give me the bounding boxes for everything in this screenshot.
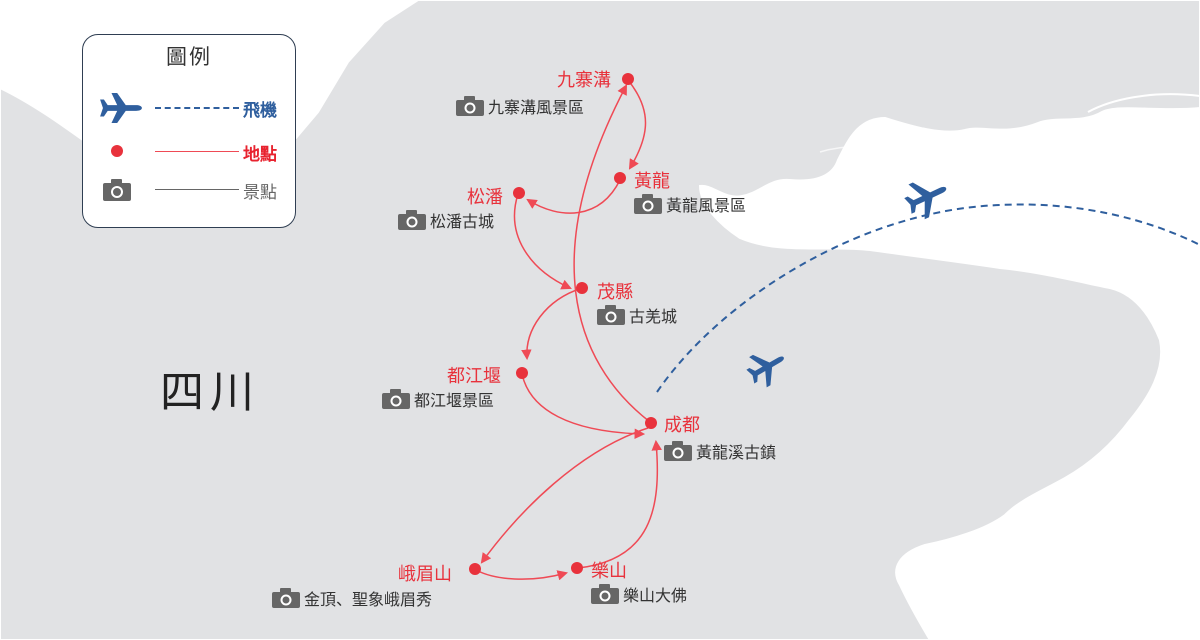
legend-row-attraction: 景點	[99, 175, 283, 205]
route-chengdu-emeishan	[480, 427, 649, 564]
location-dot-icon	[513, 187, 525, 199]
route-leshan-chengdu	[577, 439, 662, 569]
camera-icon	[456, 96, 484, 116]
attraction-label: 古羌城	[629, 307, 678, 326]
legend: 圖例 飛機 地點 景點	[82, 34, 296, 228]
dashed-line-sample	[155, 107, 239, 109]
attraction-label: 樂山大佛	[623, 586, 688, 605]
legend-label-attraction: 景點	[243, 183, 277, 203]
location-dot-icon	[111, 145, 123, 157]
attraction-label: 松潘古城	[430, 212, 495, 231]
place-name-dujiangyan: 都江堰	[447, 366, 501, 387]
attraction-chengdu: 黃龍溪古鎮	[664, 440, 776, 462]
location-dot-icon	[645, 417, 657, 429]
attraction-huanglong: 黃龍風景區	[634, 193, 746, 215]
place-name-jiuzhaigou: 九寨溝	[557, 70, 611, 91]
camera-icon	[103, 179, 131, 201]
legend-label-place: 地點	[243, 145, 277, 165]
camera-icon	[382, 389, 410, 409]
camera-icon	[664, 441, 692, 461]
route-huanglong-songpan	[526, 179, 621, 214]
location-dot-icon	[571, 562, 583, 574]
location-dot-icon	[576, 282, 588, 294]
attraction-label: 九寨溝風景區	[488, 98, 585, 117]
legend-title: 圖例	[166, 45, 212, 69]
attraction-label: 金頂、聖象峨眉秀	[304, 590, 433, 609]
place-name-leshan: 樂山	[591, 561, 627, 582]
camera-icon	[272, 588, 300, 608]
attraction-maoxian: 古羌城	[597, 304, 677, 326]
location-dot-icon	[614, 172, 626, 184]
place-name-huanglong: 黃龍	[634, 171, 670, 192]
location-dot-icon	[469, 563, 481, 575]
route-dujiangyan-chengdu	[521, 373, 646, 440]
camera-icon	[591, 584, 619, 604]
attraction-leshan: 樂山大佛	[591, 583, 687, 605]
place-name-maoxian: 茂縣	[597, 282, 633, 303]
legend-row-place: 地點	[99, 137, 283, 167]
attraction-dujiangyan: 都江堰景區	[382, 388, 494, 410]
region-label: 四川	[160, 367, 260, 418]
location-dot-icon	[622, 73, 634, 85]
place-name-chengdu: 成都	[664, 415, 700, 436]
location-dot-icon	[516, 367, 528, 379]
route-emeishan-leshan	[475, 569, 569, 581]
place-name-emeishan: 峨眉山	[398, 564, 452, 585]
solid-red-line-sample	[155, 151, 239, 152]
attraction-label: 都江堰景區	[414, 391, 495, 410]
route-chengdu-jiuzhaigou	[573, 84, 651, 423]
route-songpan-maoxian	[513, 193, 572, 290]
flight-route	[656, 203, 1200, 393]
attraction-jiuzhaigou: 九寨溝風景區	[456, 95, 584, 117]
camera-icon	[597, 305, 625, 325]
attraction-songpan: 松潘古城	[398, 209, 494, 231]
place-name-songpan: 松潘	[467, 187, 503, 208]
attraction-label: 黃龍溪古鎮	[696, 443, 777, 462]
airplane-icon	[100, 93, 142, 123]
airplane-icon	[899, 170, 955, 224]
legend-label-flight: 飛機	[243, 101, 277, 121]
route-jiuzhaigou-huanglong	[627, 79, 647, 170]
camera-icon	[634, 194, 662, 214]
camera-icon	[398, 210, 426, 230]
attraction-emeishan: 金頂、聖象峨眉秀	[272, 587, 432, 609]
attraction-label: 黃龍風景區	[666, 196, 747, 215]
route-maoxian-dujiangyan	[521, 287, 583, 361]
solid-gray-line-sample	[155, 189, 239, 190]
legend-row-flight: 飛機	[99, 93, 283, 123]
